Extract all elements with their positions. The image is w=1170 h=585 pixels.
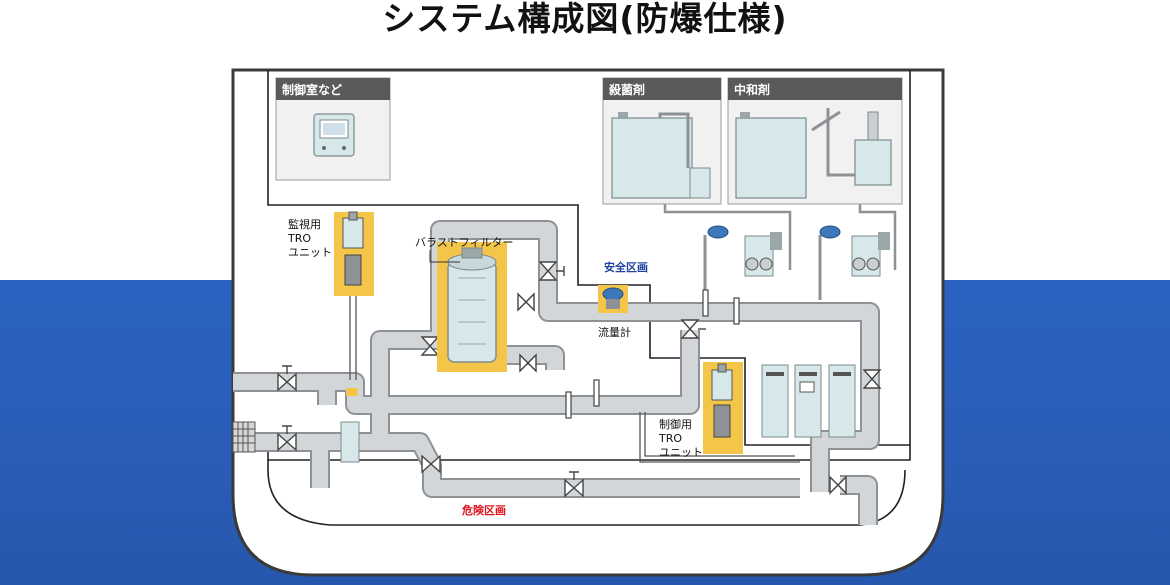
ballast-filter — [429, 242, 507, 372]
chemical-line — [663, 204, 792, 270]
monitor-tro-label-1: 監視用 — [288, 217, 321, 231]
sea-chest-grille-icon — [232, 421, 256, 453]
bactericide-tank-icon — [611, 112, 711, 199]
strainer-icon — [340, 421, 360, 463]
flow-meter — [598, 285, 628, 313]
neutralizer-panel: 中和剤 — [727, 77, 903, 205]
monitor-tro-label-3: ユニット — [288, 246, 332, 259]
monitor-tro-label-2: TRO — [287, 232, 311, 245]
mixing-tank-icon — [811, 108, 892, 186]
valve-icon — [277, 261, 882, 498]
danger-zone-label: 危険区画 — [461, 503, 506, 517]
danger-zone-bottom-line — [267, 460, 906, 526]
flow-meter-label: 流量計 — [598, 325, 631, 339]
control-tro-unit — [639, 362, 800, 463]
control-tro-label-2: TRO — [658, 432, 682, 445]
control-tro-label-1: 制御用 — [659, 417, 692, 431]
bactericide-label: 殺菌剤 — [608, 82, 645, 97]
page-title: システム構成図(防爆仕様) — [382, 0, 788, 38]
bactericide-panel: 殺菌剤 — [602, 77, 722, 205]
neutralizer-label: 中和剤 — [734, 82, 770, 97]
dosing-pump-icon — [707, 225, 782, 277]
pipe-flange — [565, 289, 740, 419]
control-room-panel: 制御室など — [275, 77, 391, 181]
dosing-pump-icon — [819, 225, 890, 277]
electrical-cabinet-icon — [761, 364, 856, 438]
control-panel-device-icon — [313, 113, 355, 157]
neutralizer-tank-icon — [735, 112, 807, 199]
ballast-filter-label: バラストフィルター — [415, 236, 514, 249]
safe-zone-label: 安全区画 — [604, 260, 648, 274]
control-tro-label-3: ユニット — [659, 446, 703, 459]
control-room-label: 制御室など — [282, 82, 342, 97]
chemical-line — [858, 204, 897, 270]
monitor-tro-unit — [334, 211, 374, 396]
